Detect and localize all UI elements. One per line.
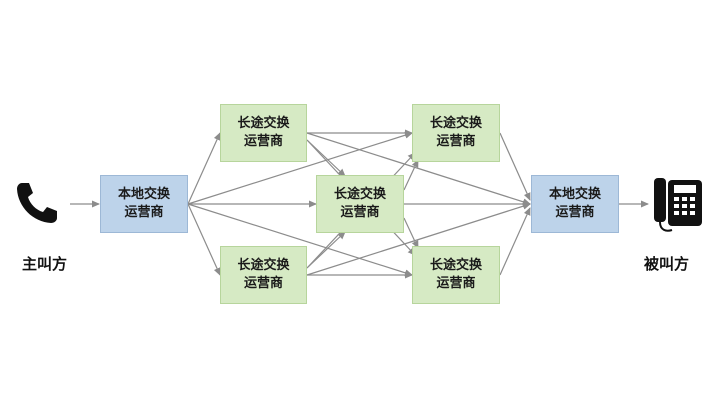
long-distance-exchange-top-left: 长途交换运营商: [220, 104, 307, 162]
link-ld-bottom-right-local-b: [499, 207, 531, 276]
link-ld-top-right-local-b: [499, 132, 531, 201]
link-ld-center-ld-bottom-right: [403, 217, 419, 249]
long-distance-exchange-bottom-left: 长途交换运营商: [220, 246, 307, 304]
link-local-a-ld-top-right: [187, 131, 413, 205]
long-distance-exchange-top-right: 长途交换运营商: [412, 104, 500, 162]
link-local-a-ld-top-left: [187, 132, 221, 205]
callee-label: 被叫方: [644, 255, 690, 273]
link-local-a-ld-bottom-left: [187, 203, 221, 276]
link-ld-bottom-left-local-b: [306, 202, 531, 276]
desk-phone-icon: [654, 178, 702, 232]
long-distance-exchange-bottom-right: 长途交换运营商: [412, 246, 500, 304]
caller-label: 主叫方: [22, 255, 68, 273]
link-ld-center-ld-top-right: [403, 159, 419, 191]
local-exchange-callee: 本地交换运营商: [531, 175, 619, 233]
link-local-a-ld-bottom-right: [187, 203, 413, 277]
long-distance-exchange-center: 长途交换运营商: [316, 175, 404, 233]
local-exchange-caller: 本地交换运营商: [100, 175, 188, 233]
link-ld-top-left-local-b: [306, 132, 531, 206]
handset-icon: [17, 183, 57, 223]
